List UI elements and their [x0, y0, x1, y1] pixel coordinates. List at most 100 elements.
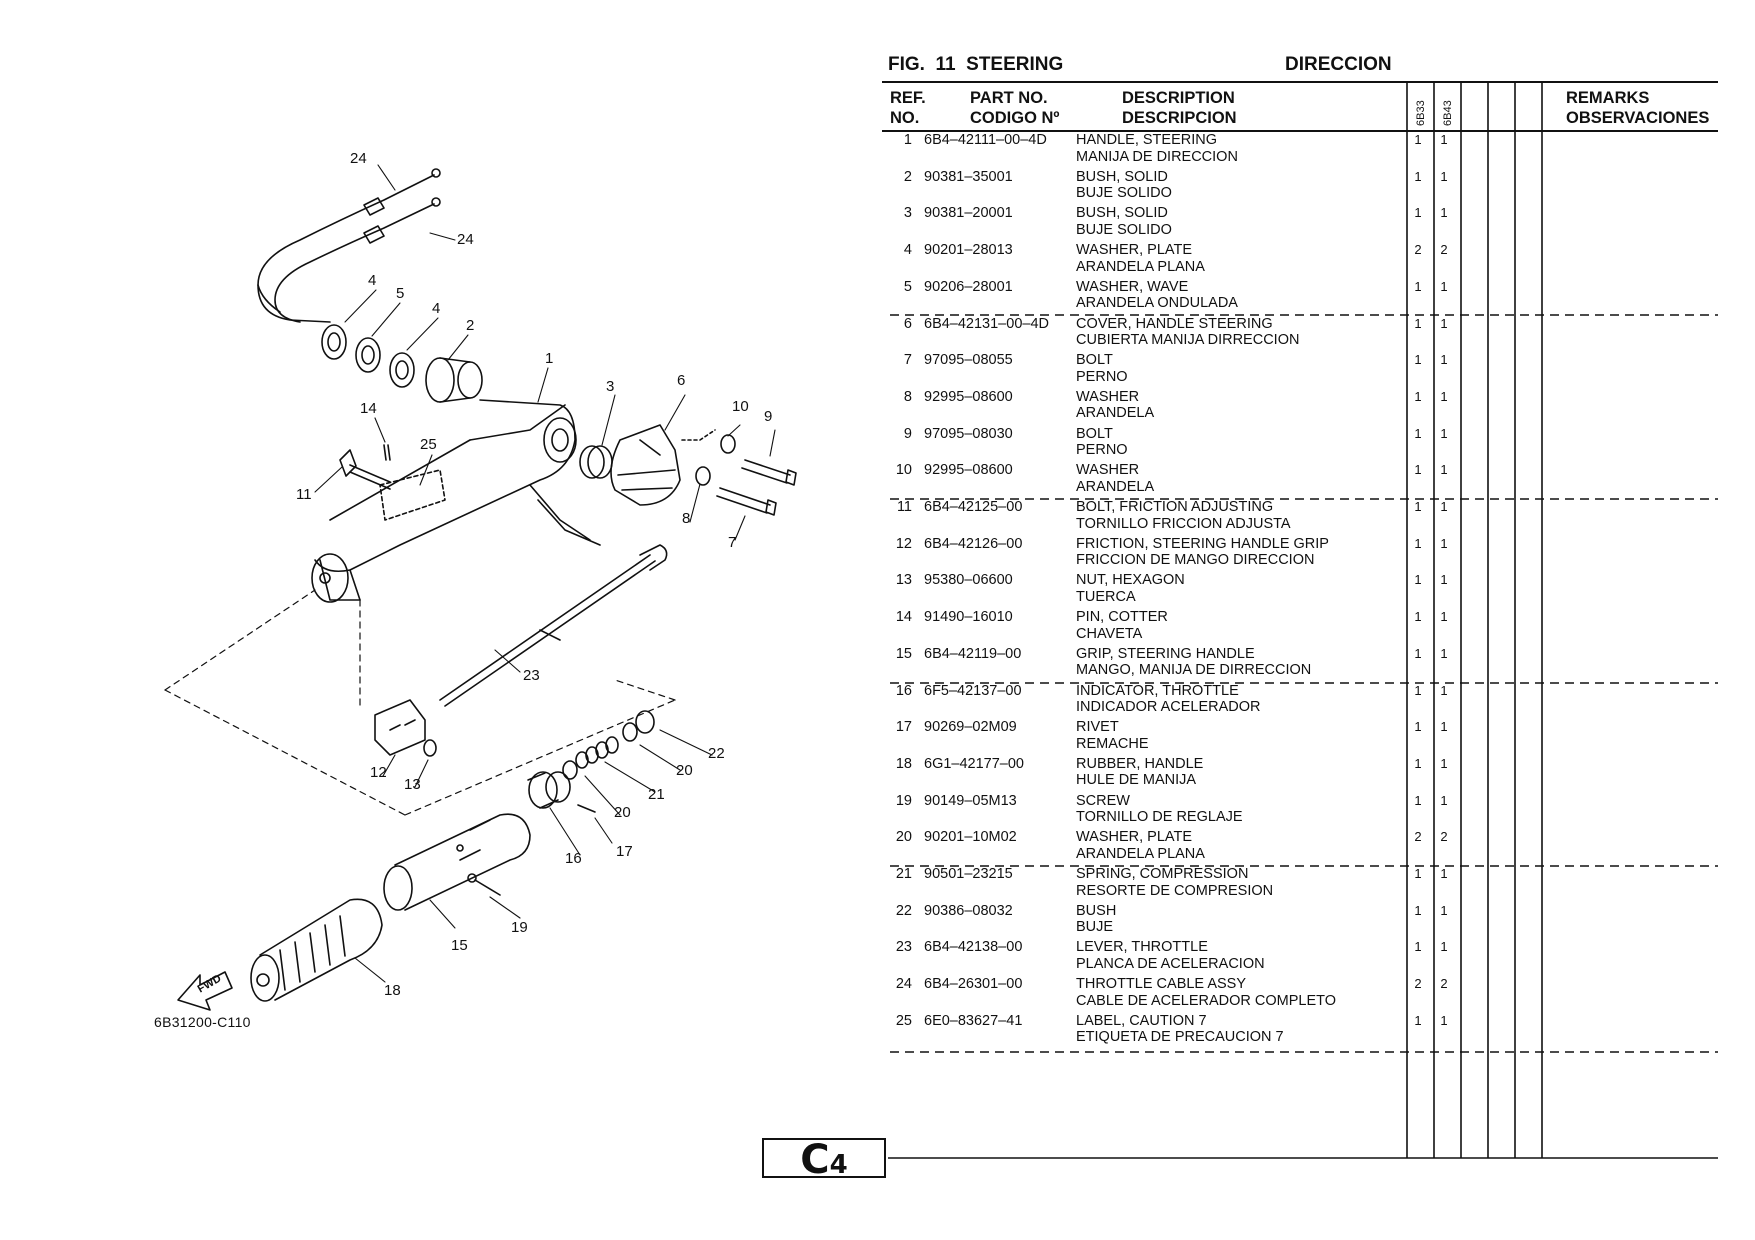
callout-label: 11 [296, 486, 312, 503]
cover-drawing [610, 424, 681, 506]
qty-6b43: 1 [1440, 132, 1448, 147]
description-es: RESORTE DE COMPRESION [1076, 882, 1274, 899]
part-number: 6B4–42125–00 [924, 499, 1023, 515]
ref-number: 5 [903, 278, 912, 295]
qty-6b33: 1 [1414, 499, 1422, 514]
screw-drawing [467, 873, 501, 896]
ref-number: 12 [895, 535, 912, 552]
ref-number: 16 [895, 682, 912, 699]
description-en: SPRING, COMPRESSION [1076, 866, 1249, 882]
fwd-arrow-icon [177, 971, 233, 1011]
description-es: ETIQUETA DE PRECAUCION 7 [1076, 1029, 1284, 1046]
part-header-line1: PART NO. [970, 89, 1048, 107]
rubber-handle-drawing [250, 898, 383, 1002]
qty-6b33: 2 [1414, 242, 1422, 258]
qty-6b43: 1 [1440, 719, 1448, 735]
callout-label: 4 [432, 300, 441, 317]
description-header: DESCRIPTION DESCRIPCION [1122, 88, 1237, 128]
description-es: PLANCA DE ACELERACION [1076, 955, 1265, 972]
description-es: MANIJA DE DIRECCION [1076, 148, 1238, 165]
ref-number: 20 [895, 829, 912, 846]
description-header-line2: DESCRIPCION [1122, 109, 1237, 127]
figure-code: 6B31200-C110 [154, 1014, 251, 1030]
qty-6b33: 1 [1414, 315, 1422, 331]
qty-6b43: 1 [1440, 425, 1448, 441]
friction-bolt-drawing [339, 449, 391, 490]
description-en: LABEL, CAUTION 7 [1076, 1012, 1207, 1029]
bolt-washer-drawing [681, 429, 797, 516]
qty-6b43: 2 [1440, 242, 1448, 258]
qty-6b43: 2 [1440, 829, 1448, 845]
qty-6b33: 1 [1414, 132, 1422, 147]
qty-6b43: 1 [1440, 278, 1448, 294]
callout-label: 20 [614, 804, 631, 821]
qty-6b43: 1 [1440, 388, 1448, 404]
description-en: INDICATOR, THROTTLE [1076, 682, 1239, 699]
callout-label: 23 [523, 667, 540, 684]
qty-6b33: 2 [1414, 829, 1422, 845]
description-en: BUSH, SOLID [1076, 205, 1168, 222]
description-en: BOLT [1076, 425, 1113, 442]
ref-number: 2 [903, 168, 912, 185]
part-header-line2: CODIGO Nº [970, 109, 1060, 127]
description-es: ARANDELA PLANA [1076, 845, 1205, 862]
bush-3-drawing [579, 445, 613, 479]
part-number: 90269–02M09 [924, 719, 1017, 736]
callout-label: 9 [764, 408, 773, 425]
qty-6b43: 2 [1440, 976, 1448, 992]
callout-label: 2 [466, 317, 475, 334]
callout-label: 18 [384, 982, 401, 999]
part-header: PART NO. CODIGO Nº [970, 88, 1059, 128]
description-en: HANDLE, STEERING [1076, 132, 1217, 148]
description-en: WASHER, WAVE [1076, 278, 1189, 295]
steering-handle-drawing [311, 399, 601, 603]
ref-number: 6 [903, 315, 912, 332]
description-en: BUSH, SOLID [1076, 168, 1168, 185]
description-en: RUBBER, HANDLE [1076, 755, 1204, 772]
qty-6b43: 1 [1440, 205, 1448, 221]
callout-label: 1 [545, 350, 554, 367]
part-number: 90201–28013 [924, 242, 1013, 259]
callout-label: 15 [451, 937, 468, 954]
callout-label: 12 [370, 764, 387, 781]
description-en: BOLT [1076, 352, 1113, 369]
ref-number: 13 [895, 572, 912, 589]
part-number: 90381–35001 [924, 168, 1013, 185]
qty-6b43: 1 [1440, 645, 1448, 661]
qty-6b33: 1 [1414, 866, 1422, 881]
ref-number: 15 [895, 645, 912, 662]
description-es: FRICCION DE MANGO DIRECCION [1076, 552, 1315, 569]
callout-label: 24 [457, 231, 474, 248]
qty-6b43: 1 [1440, 572, 1448, 588]
qty-6b33: 2 [1414, 976, 1422, 992]
description-es: PERNO [1076, 442, 1128, 459]
description-es: REMACHE [1076, 735, 1149, 752]
ref-number: 22 [895, 902, 912, 919]
description-es: TUERCA [1076, 588, 1136, 605]
remarks-header: REMARKS OBSERVACIONES [1566, 88, 1709, 128]
ref-number: 21 [895, 866, 912, 882]
ref-number: 25 [895, 1012, 912, 1029]
part-number: 6F5–42137–00 [924, 682, 1022, 699]
description-en: BUSH [1076, 902, 1117, 919]
part-number: 6B4–42119–00 [924, 645, 1022, 662]
description-en: WASHER [1076, 388, 1140, 405]
qty-6b33: 1 [1414, 939, 1422, 955]
figure-title-es: DIRECCION [1285, 54, 1392, 75]
callout-label: 14 [360, 400, 377, 417]
qty-6b33: 1 [1414, 609, 1422, 625]
description-en: COVER, HANDLE STEERING [1076, 315, 1273, 332]
qty-6b33: 1 [1414, 645, 1422, 661]
part-number: 6B4–42111–00–4D [924, 132, 1047, 148]
description-header-line1: DESCRIPTION [1122, 89, 1235, 107]
spring-bush-drawing [562, 710, 655, 780]
qty-6b43: 1 [1440, 168, 1448, 184]
figure-title: FIG. 11 STEERING [888, 54, 1064, 75]
